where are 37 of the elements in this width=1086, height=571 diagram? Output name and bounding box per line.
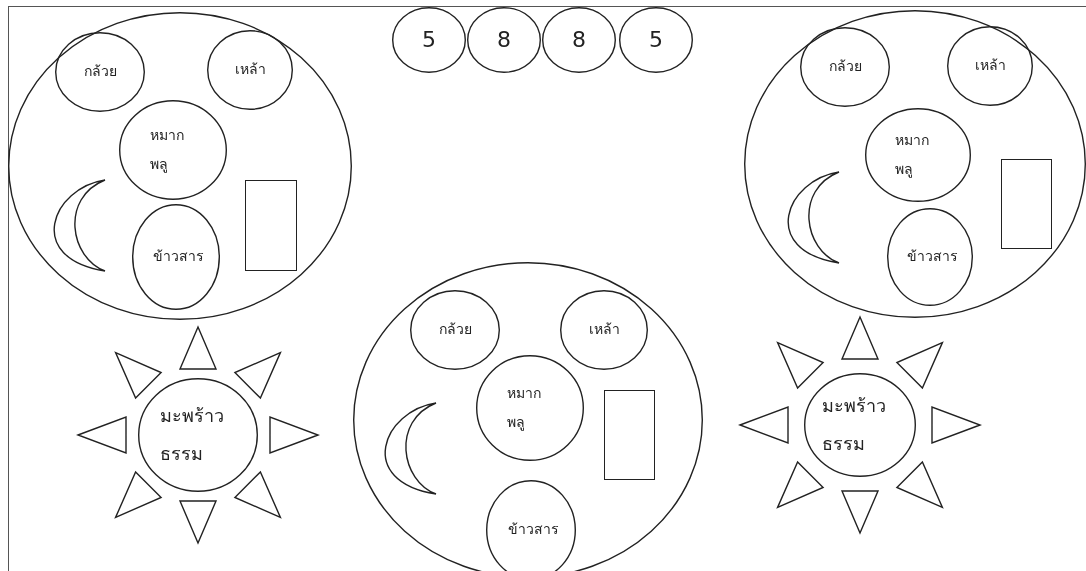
number-label: 8 [497, 26, 511, 54]
number-label: 5 [649, 26, 663, 54]
tray-circle [8, 12, 352, 320]
number-circle [392, 7, 466, 73]
number-label: 5 [422, 26, 436, 54]
offering-label: หมากพลู [149, 125, 185, 175]
number-circle [467, 7, 541, 73]
rectangle-shape [1001, 159, 1052, 249]
offering-circle [55, 32, 145, 112]
number-circle [542, 7, 616, 73]
offering-circle [800, 27, 890, 107]
offering-label: หมากพลู [506, 383, 542, 433]
rectangle-shape [245, 180, 297, 271]
rectangle-shape [604, 390, 655, 480]
offering-circle [132, 204, 220, 310]
offering-circle [476, 355, 584, 461]
offering-circle [947, 26, 1033, 106]
offering-circle [887, 208, 973, 306]
sun-center-circle [804, 373, 916, 477]
offering-circle [865, 108, 971, 202]
offering-label: เหล้า [974, 56, 1006, 76]
offering-label: กล้วย [83, 62, 117, 82]
offering-circle [410, 290, 500, 370]
sun-center-circle [138, 378, 258, 492]
offering-circle [560, 290, 648, 370]
offering-circle [119, 100, 227, 200]
offering-label: มะพร้าวธรรม [822, 394, 888, 456]
offering-label: กล้วย [828, 57, 862, 77]
number-circle [619, 7, 693, 73]
offering-label: เหล้า [588, 320, 620, 340]
offering-label: หมากพลู [894, 130, 930, 180]
tray-circle [744, 10, 1086, 318]
offering-label: เหล้า [234, 60, 266, 80]
offering-label: มะพร้าวธรรม [160, 404, 226, 466]
offering-circle [207, 30, 293, 110]
number-label: 8 [572, 26, 586, 54]
offering-label: กล้วย [438, 320, 472, 340]
